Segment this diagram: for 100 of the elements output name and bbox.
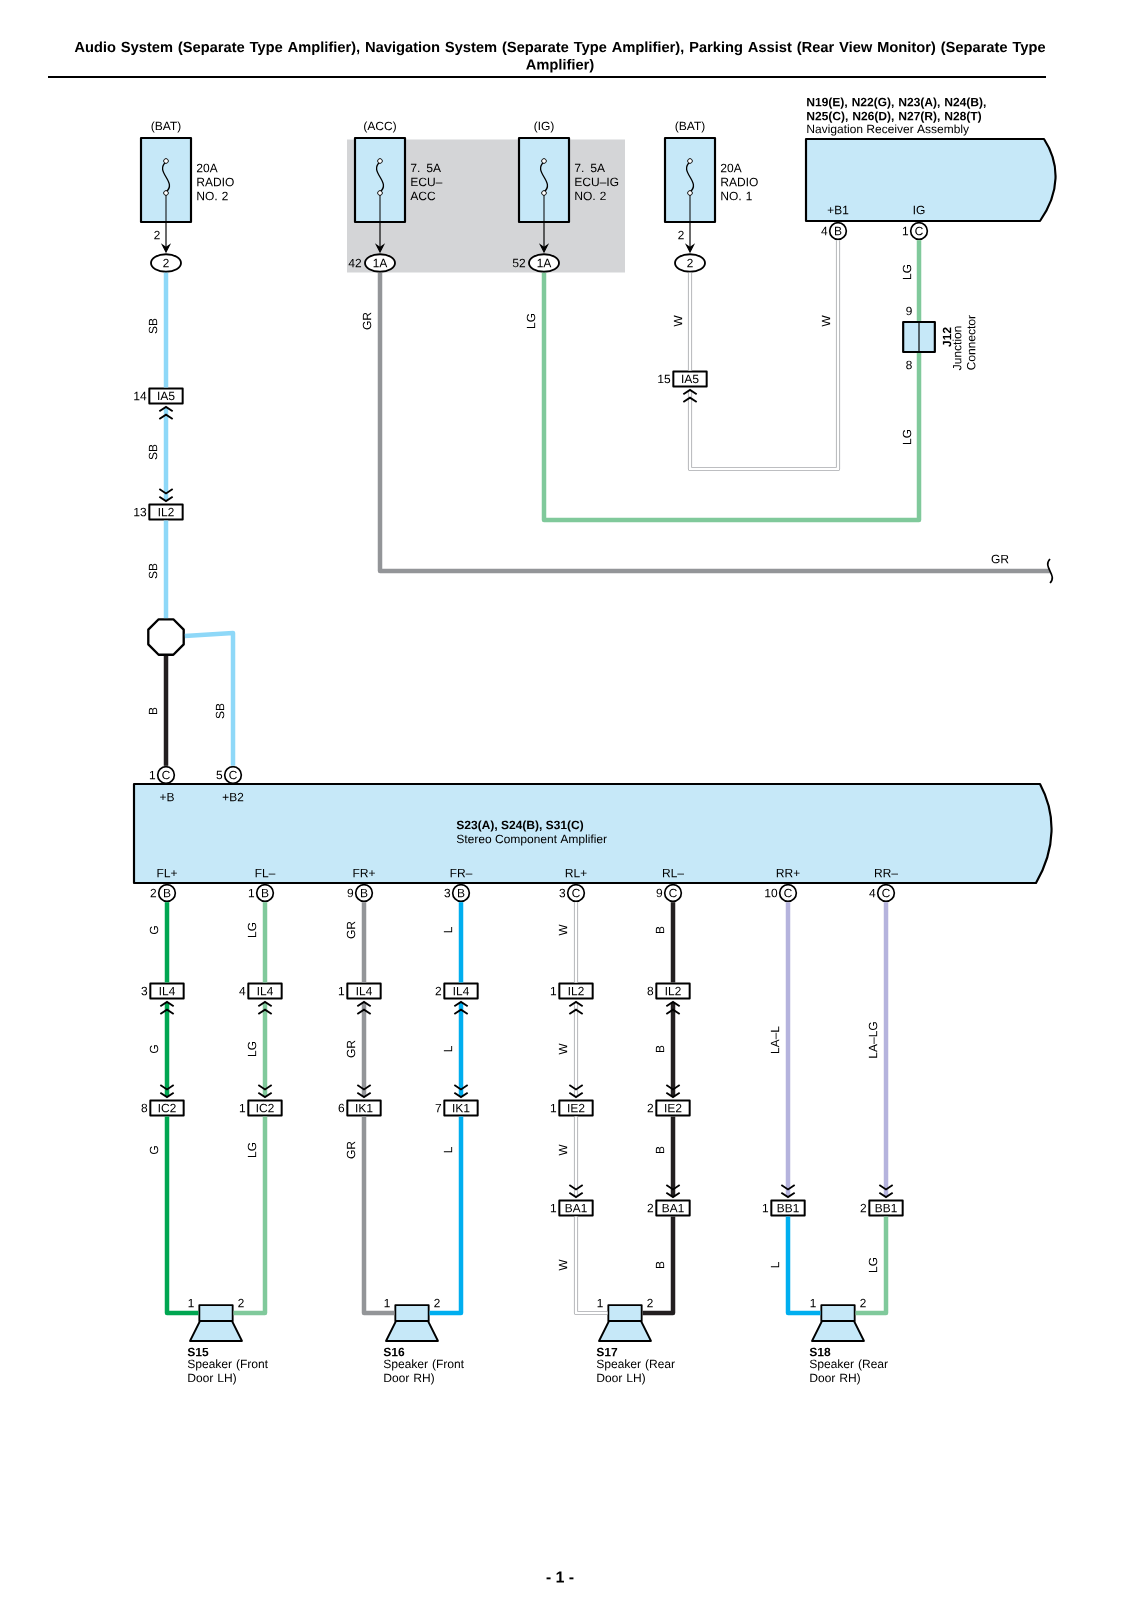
pin-number: 1 <box>810 1298 816 1308</box>
pin-number: 52 <box>512 258 526 268</box>
wire <box>665 1000 681 1099</box>
wire-color-label: SB <box>148 563 158 579</box>
connector-box: IE2 <box>558 1099 594 1117</box>
wire-color-label: LG <box>868 1257 878 1272</box>
wire <box>785 1216 821 1316</box>
pin-number: 9 <box>347 888 354 898</box>
pin-label: RR+ <box>776 868 800 878</box>
connector-box: IE2 <box>655 1099 691 1117</box>
connector-box: IL4 <box>346 982 382 1000</box>
connector-pin: C <box>566 883 586 903</box>
pin-label: FR– <box>450 868 473 878</box>
wire-color-label: LG <box>247 1041 257 1056</box>
connector-box: IA5 <box>148 387 184 405</box>
fuse-rating: 7. 5A ECU–IG NO. 2 <box>574 163 619 201</box>
component-name: N19(E), N22(G), N23(A), N24(B), N25(C), N26(D), N27(R), N28(T) <box>807 97 986 123</box>
fuse-rating: 7. 5A ECU–ACC <box>410 163 443 201</box>
pin-label: IG <box>913 205 925 215</box>
pin-number: 4 <box>239 986 246 996</box>
power-source-label: (BAT) <box>675 121 705 133</box>
pin-label: FL– <box>255 868 276 878</box>
splice-point <box>147 618 185 656</box>
wire-color-label: GR <box>991 554 1009 564</box>
pin-label: RL+ <box>565 868 587 878</box>
pin-number: 42 <box>348 258 362 268</box>
wire-color-label: LG <box>526 313 536 328</box>
wire <box>573 1216 608 1316</box>
pin-number: 1 <box>550 1203 557 1213</box>
connector-pin: C <box>909 221 929 241</box>
wire-color-label: W <box>558 1043 568 1055</box>
wire <box>687 272 693 371</box>
connector-box: IL4 <box>443 982 479 1000</box>
component-name: J12 <box>942 327 952 347</box>
pin-label: FR+ <box>353 868 375 878</box>
wire-color-label: W <box>558 1259 568 1271</box>
pin-number: 8 <box>141 1103 148 1113</box>
power-source-label: (ACC) <box>364 121 396 133</box>
connector-box: IK1 <box>443 1099 479 1117</box>
connector-pin: C <box>663 883 683 903</box>
wire-color-label: B <box>655 1045 665 1052</box>
pin-label: RR– <box>875 868 898 878</box>
connector-pin: 2 <box>150 253 182 273</box>
connector-pin: B <box>451 883 471 903</box>
wire-color-label: GR <box>346 1040 356 1058</box>
wire <box>158 405 174 503</box>
pin-number: 1 <box>762 1203 769 1213</box>
wire <box>568 1116 584 1199</box>
component-name: Speaker (Front Door RH) <box>383 1359 464 1385</box>
wire <box>453 1000 469 1099</box>
wire-color-label: LA–L <box>770 1026 780 1054</box>
component-name: S18 <box>809 1347 831 1357</box>
connector-pin: 2 <box>674 253 706 273</box>
wire <box>361 902 367 983</box>
power-source-label: (BAT) <box>151 121 181 133</box>
connector-pin: B <box>157 883 177 903</box>
pin-number: 8 <box>647 986 654 996</box>
wire <box>541 272 922 523</box>
connector-box: IL2 <box>148 503 184 521</box>
connector-box: IC2 <box>247 1099 283 1117</box>
connector-box: BB1 <box>868 1199 904 1217</box>
wire-color-label: W <box>821 315 831 327</box>
pin-number: 9 <box>656 888 663 898</box>
wire <box>458 902 464 983</box>
wire-color-label: SB <box>148 444 158 460</box>
connector-pin: C <box>876 883 896 903</box>
connector-box: IA5 <box>672 370 708 388</box>
connector-box: IL4 <box>149 982 185 1000</box>
pin-number: 10 <box>765 888 778 898</box>
wire <box>163 272 169 388</box>
wire-color-label: B <box>655 1261 665 1268</box>
power-source-label: (IG) <box>534 121 554 133</box>
connector-box: IL4 <box>247 982 283 1000</box>
wire <box>665 1116 681 1199</box>
wire-color-label: B <box>655 1146 665 1153</box>
wire-color-label: SB <box>215 703 225 719</box>
component-name: S17 <box>596 1347 618 1357</box>
component-name: Stereo Component Amplifier <box>456 834 607 846</box>
wire <box>670 902 676 983</box>
fuse-rating: 20A RADIO NO. 1 <box>720 163 758 201</box>
component-name: Junction Connector <box>952 315 976 371</box>
pin-label: +B <box>160 792 174 802</box>
connector-pin: B <box>255 883 275 903</box>
component-name: Speaker (Rear Door LH) <box>596 1359 675 1385</box>
wire <box>568 1000 584 1099</box>
wire <box>233 1116 268 1316</box>
connector-box: BA1 <box>558 1199 594 1217</box>
wire <box>164 902 170 983</box>
connector-box: BA1 <box>655 1199 691 1217</box>
wire-color-label: G <box>149 926 159 935</box>
pin-number: 1 <box>597 1298 603 1308</box>
pin-number: 5 <box>216 770 223 780</box>
pin-number: 2 <box>860 1203 867 1213</box>
wire-color-label: W <box>558 924 568 936</box>
wire-color-label: W <box>673 315 683 327</box>
pin-number: 2 <box>860 1298 866 1308</box>
wire <box>164 1116 199 1316</box>
pin-number: 1 <box>550 1103 557 1113</box>
pin-number: 2 <box>434 1298 440 1308</box>
wire-color-label: G <box>149 1045 159 1054</box>
